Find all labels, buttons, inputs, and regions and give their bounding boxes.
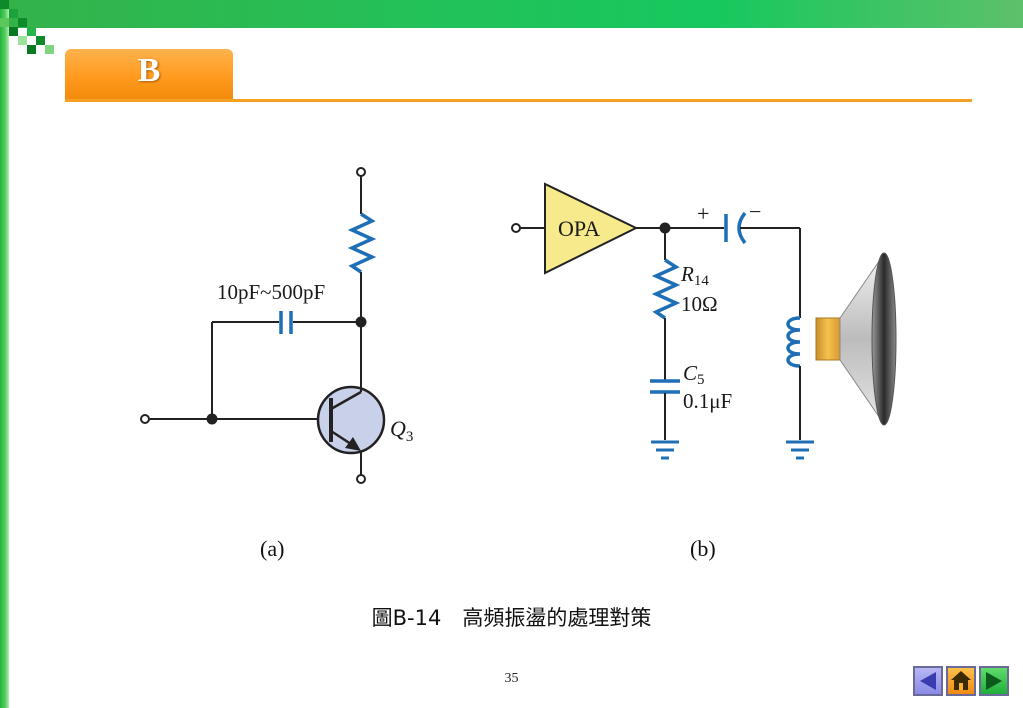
sublabel-a: (a): [260, 536, 285, 561]
section-letter: B: [137, 52, 161, 89]
opamp-label: OPA: [558, 216, 600, 241]
junction-dot: [355, 316, 367, 328]
speaker-magnet: [815, 317, 841, 361]
prev-button[interactable]: [913, 666, 943, 696]
figure-caption: 圖B-14 高頻振盪的處理對策: [371, 606, 652, 630]
speaker-icon: [815, 252, 897, 426]
home-icon: [951, 671, 971, 690]
next-button[interactable]: [979, 666, 1009, 696]
resistor-r14-value: 10Ω: [681, 292, 718, 316]
home-button[interactable]: [946, 666, 976, 696]
emitter-arrow: [345, 437, 361, 451]
terminal-input: [140, 414, 150, 424]
circuit-b: [511, 182, 814, 460]
transistor-label: Q3: [390, 416, 413, 445]
header-rule: [65, 99, 972, 102]
transistor-body: [316, 385, 386, 455]
resistor-r14: [651, 258, 681, 320]
resistor-r14-name: R14: [680, 262, 709, 289]
circuit-a: [140, 167, 386, 484]
terminal-opa-input: [511, 223, 521, 233]
capacitor-c5-name: C5: [683, 361, 705, 388]
capacitor-minus-sign: −: [749, 199, 761, 224]
top-green-bar: [0, 0, 1023, 28]
page-number: 35: [504, 671, 519, 686]
capacitor-plus-sign: +: [697, 201, 709, 226]
speaker-rim: [871, 252, 897, 426]
left-green-bar: [0, 0, 9, 708]
feedback-capacitor-label: 10pF~500pF: [217, 280, 325, 304]
terminal-bottom: [356, 474, 366, 484]
section-tab: [65, 49, 233, 101]
collector-resistor: [347, 212, 377, 274]
capacitor-c5-value: 0.1μF: [683, 389, 732, 413]
opamp-triangle: [544, 182, 639, 275]
junction-dot: [206, 413, 218, 425]
right-arrow-icon: [986, 672, 1002, 690]
speaker-coil: [786, 316, 801, 368]
output-capacitor-curve: [737, 211, 747, 245]
sublabel-b: (b): [690, 536, 716, 561]
left-arrow-icon: [920, 672, 936, 690]
terminal-top: [356, 167, 366, 177]
